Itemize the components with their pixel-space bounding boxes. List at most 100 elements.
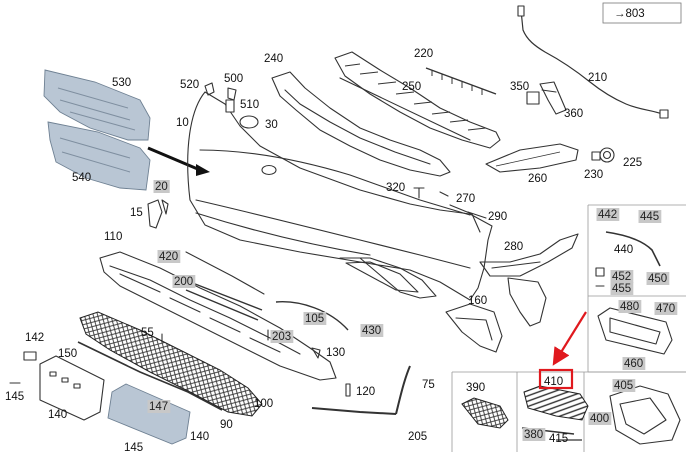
- callout-280[interactable]: 280: [504, 241, 523, 253]
- part-390-grille[interactable]: [461, 397, 509, 429]
- callout-225[interactable]: 225: [623, 157, 642, 169]
- callout-220[interactable]: 220: [414, 48, 433, 60]
- callout-15[interactable]: 15: [130, 207, 143, 219]
- callout-55[interactable]: 55: [141, 327, 154, 339]
- part-405-frame[interactable]: [609, 385, 681, 445]
- callout-430[interactable]: 430: [362, 325, 381, 337]
- part-20-bracket[interactable]: [147, 199, 163, 229]
- part-540-air-guide[interactable]: [47, 121, 151, 191]
- callout-142[interactable]: 142: [25, 332, 44, 344]
- callout-470[interactable]: 470: [656, 303, 675, 315]
- callout-145b[interactable]: 145: [124, 442, 143, 454]
- callout-160[interactable]: 160: [468, 295, 487, 307]
- callout-147[interactable]: 147: [149, 401, 168, 413]
- callout-130[interactable]: 130: [326, 347, 345, 359]
- part-220-strip[interactable]: [425, 67, 497, 95]
- callout-452[interactable]: 452: [612, 271, 631, 283]
- part-205-trim[interactable]: [311, 407, 397, 415]
- part-250-beam[interactable]: [334, 51, 501, 149]
- callout-520[interactable]: 520: [180, 79, 199, 91]
- callout-415[interactable]: 415: [549, 433, 568, 445]
- part-350-sensor[interactable]: [526, 91, 540, 105]
- part-460-frame[interactable]: [597, 307, 673, 355]
- part-500-clip[interactable]: [225, 87, 237, 113]
- callout-500[interactable]: 500: [224, 73, 243, 85]
- callout-400[interactable]: 400: [590, 413, 609, 425]
- part-200-rail[interactable]: [185, 281, 263, 321]
- part-240-bracket[interactable]: [271, 71, 451, 177]
- callout-440[interactable]: 440: [614, 244, 633, 256]
- part-130-clip[interactable]: [311, 347, 321, 359]
- callout-420[interactable]: 420: [159, 251, 178, 263]
- callout-210[interactable]: 210: [588, 72, 607, 84]
- callout-320[interactable]: 320: [386, 182, 405, 194]
- part-520-clip[interactable]: [204, 82, 215, 96]
- callout-380[interactable]: 380: [524, 429, 543, 441]
- callout-200[interactable]: 200: [174, 276, 193, 288]
- callout-410[interactable]: 410: [544, 376, 563, 388]
- part-230-sensor[interactable]: [599, 147, 615, 163]
- callout-20[interactable]: 20: [155, 181, 168, 193]
- callout-260[interactable]: 260: [528, 173, 547, 185]
- part-100-lower-grille[interactable]: [79, 311, 263, 417]
- callout-250[interactable]: 250: [402, 81, 421, 93]
- callout-203[interactable]: 203: [272, 331, 291, 343]
- callout-150[interactable]: 150: [58, 348, 77, 360]
- part-142-clip[interactable]: [23, 351, 37, 361]
- callout-480[interactable]: 480: [620, 301, 639, 313]
- part-10-bumper-cover[interactable]: [187, 91, 493, 301]
- part-147-plate-holder[interactable]: [107, 383, 191, 445]
- callout-540[interactable]: 540: [72, 172, 91, 184]
- callout-270[interactable]: 270: [456, 193, 475, 205]
- callout-445[interactable]: 445: [640, 211, 659, 223]
- part-120-clip[interactable]: [345, 383, 351, 397]
- part-15-clip[interactable]: [161, 199, 169, 215]
- part-260-bracket[interactable]: [485, 143, 579, 173]
- callout-405[interactable]: 405: [614, 380, 633, 392]
- callout-140a[interactable]: 140: [48, 409, 67, 421]
- part-440-trim[interactable]: [605, 231, 661, 267]
- callout-455[interactable]: 455: [612, 283, 631, 295]
- part-75-trim[interactable]: [395, 365, 411, 415]
- callout-bg-203: [270, 330, 294, 343]
- part-160-inlet-frame[interactable]: [445, 303, 503, 353]
- part-90-strip[interactable]: [77, 341, 223, 411]
- part-360-bracket[interactable]: [539, 81, 567, 115]
- part-420-trim[interactable]: [185, 251, 265, 295]
- reference-box[interactable]: →803: [602, 2, 682, 24]
- callout-510[interactable]: 510: [240, 99, 259, 111]
- part-280-side-inlet[interactable]: [479, 233, 579, 277]
- callout-460[interactable]: 460: [624, 358, 643, 370]
- part-452-clip[interactable]: [595, 267, 605, 277]
- callout-120[interactable]: 120: [356, 386, 375, 398]
- callout-442[interactable]: 442: [598, 209, 617, 221]
- callout-360[interactable]: 360: [564, 108, 583, 120]
- part-225-bracket[interactable]: [591, 151, 601, 161]
- part-290-trim[interactable]: [467, 211, 487, 219]
- part-105-trim[interactable]: [275, 301, 349, 331]
- part-140-plate-bracket[interactable]: [39, 355, 105, 421]
- callout-140b[interactable]: 140: [190, 431, 209, 443]
- part-320-screw[interactable]: [413, 187, 425, 199]
- callout-450[interactable]: 450: [648, 273, 667, 285]
- callout-75[interactable]: 75: [422, 379, 435, 391]
- callout-100[interactable]: 100: [254, 398, 273, 410]
- callout-530[interactable]: 530: [112, 77, 131, 89]
- callout-110[interactable]: 110: [104, 231, 122, 243]
- callout-230[interactable]: 230: [584, 169, 603, 181]
- part-270-clip[interactable]: [439, 191, 449, 197]
- callout-290[interactable]: 290: [488, 211, 507, 223]
- callout-90[interactable]: 90: [220, 419, 233, 431]
- callout-105[interactable]: 105: [305, 313, 324, 325]
- callout-350[interactable]: 350: [510, 81, 529, 93]
- callout-145a[interactable]: 145: [5, 391, 24, 403]
- part-210-wiring-harness[interactable]: [517, 5, 669, 119]
- callout-10[interactable]: 10: [176, 117, 189, 129]
- part-530-air-guide[interactable]: [43, 69, 151, 141]
- callout-205[interactable]: 205: [408, 431, 427, 443]
- part-side-deflector[interactable]: [507, 277, 547, 327]
- part-410-grille[interactable]: [523, 385, 589, 421]
- callout-390[interactable]: 390: [466, 382, 485, 394]
- callout-240[interactable]: 240: [264, 53, 283, 65]
- callout-30[interactable]: 30: [265, 119, 278, 131]
